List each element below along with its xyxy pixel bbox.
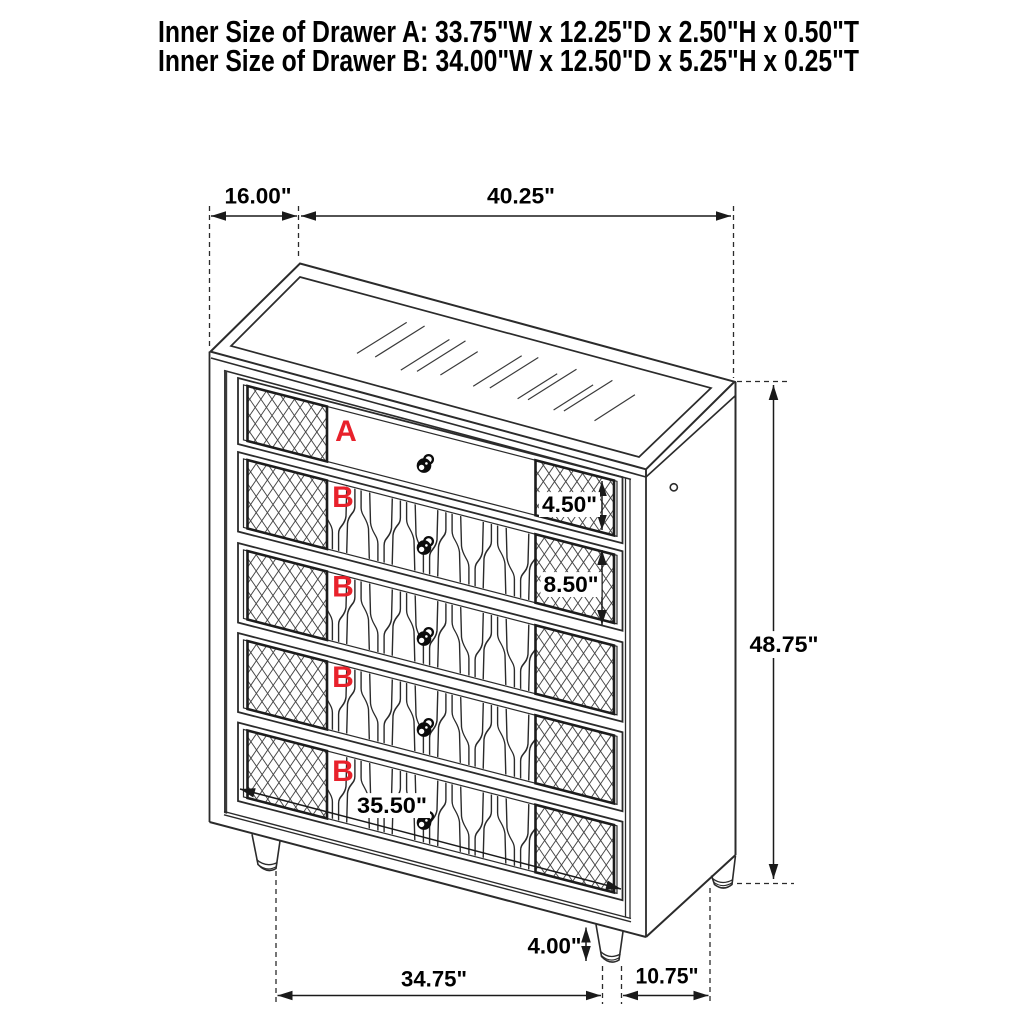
svg-text:48.75": 48.75" bbox=[750, 632, 819, 657]
svg-text:B: B bbox=[332, 661, 354, 694]
svg-text:35.50": 35.50" bbox=[357, 793, 427, 818]
svg-text:4.00": 4.00" bbox=[528, 934, 582, 959]
svg-text:16.00": 16.00" bbox=[225, 184, 292, 209]
svg-text:34.75": 34.75" bbox=[401, 967, 467, 992]
svg-text:A: A bbox=[335, 415, 357, 448]
svg-text:B: B bbox=[332, 755, 354, 788]
svg-text:8.50": 8.50" bbox=[544, 572, 599, 597]
svg-text:4.50": 4.50" bbox=[542, 492, 597, 517]
svg-text:40.25": 40.25" bbox=[487, 184, 555, 209]
svg-text:B: B bbox=[332, 571, 354, 604]
svg-text:10.75": 10.75" bbox=[636, 964, 699, 989]
svg-text:B: B bbox=[332, 481, 354, 514]
svg-text:Inner Size of Drawer B: 34.00": Inner Size of Drawer B: 34.00"W x 12.50"… bbox=[158, 43, 859, 78]
svg-text:Inner Size of Drawer A: 33.75": Inner Size of Drawer A: 33.75"W x 12.25"… bbox=[158, 14, 859, 49]
